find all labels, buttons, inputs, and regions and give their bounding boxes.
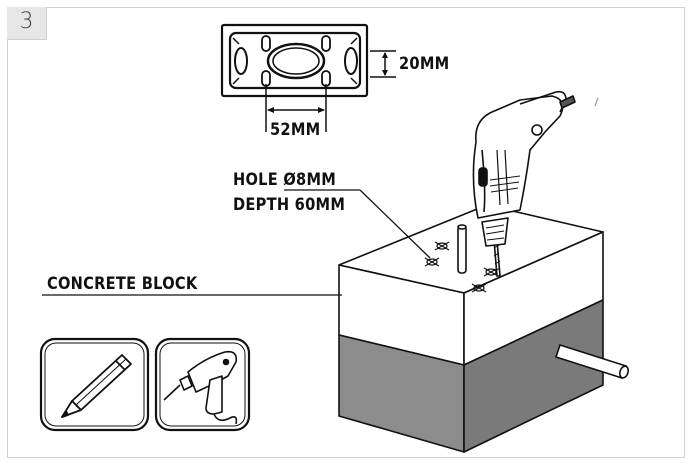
concrete-block — [338, 204, 604, 453]
width-dimension — [265, 84, 327, 132]
leader-lines — [42, 189, 431, 296]
hole-diameter-label: HOLE Ø8MM — [233, 170, 337, 190]
hole-depth-label: DEPTH 60MM — [233, 195, 346, 215]
height-dimension-label: 20MM — [399, 54, 450, 74]
height-dimension — [370, 50, 396, 78]
drill-illustration — [472, 90, 599, 277]
conduit-pipe — [554, 343, 630, 380]
pencil-icon — [39, 337, 150, 432]
concrete-block-label: CONCRETE BLOCK — [47, 274, 198, 294]
anchor-pin — [457, 224, 467, 274]
power-drill-icon — [154, 337, 251, 432]
step-badge: 3 — [7, 7, 47, 40]
step-frame — [7, 7, 685, 458]
hole-marks — [424, 241, 499, 293]
step-number: 3 — [19, 9, 34, 34]
base-plate — [220, 23, 369, 98]
width-dimension-label: 52MM — [270, 120, 321, 140]
